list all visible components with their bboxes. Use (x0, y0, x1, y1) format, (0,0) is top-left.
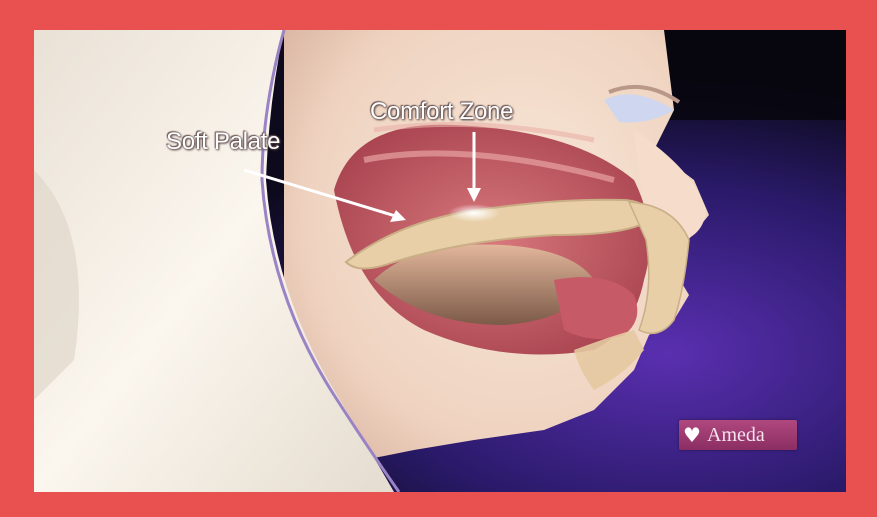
heart-v-icon: ♥ (679, 420, 705, 450)
anatomy-illustration: Soft Palate Comfort Zone ♥ Ameda (34, 30, 846, 492)
soft-palate-label: Soft Palate (166, 128, 280, 156)
ameda-logo: ♥ Ameda (679, 420, 797, 450)
brand-name: Ameda (705, 424, 765, 447)
comfort-zone-label: Comfort Zone (370, 98, 513, 126)
